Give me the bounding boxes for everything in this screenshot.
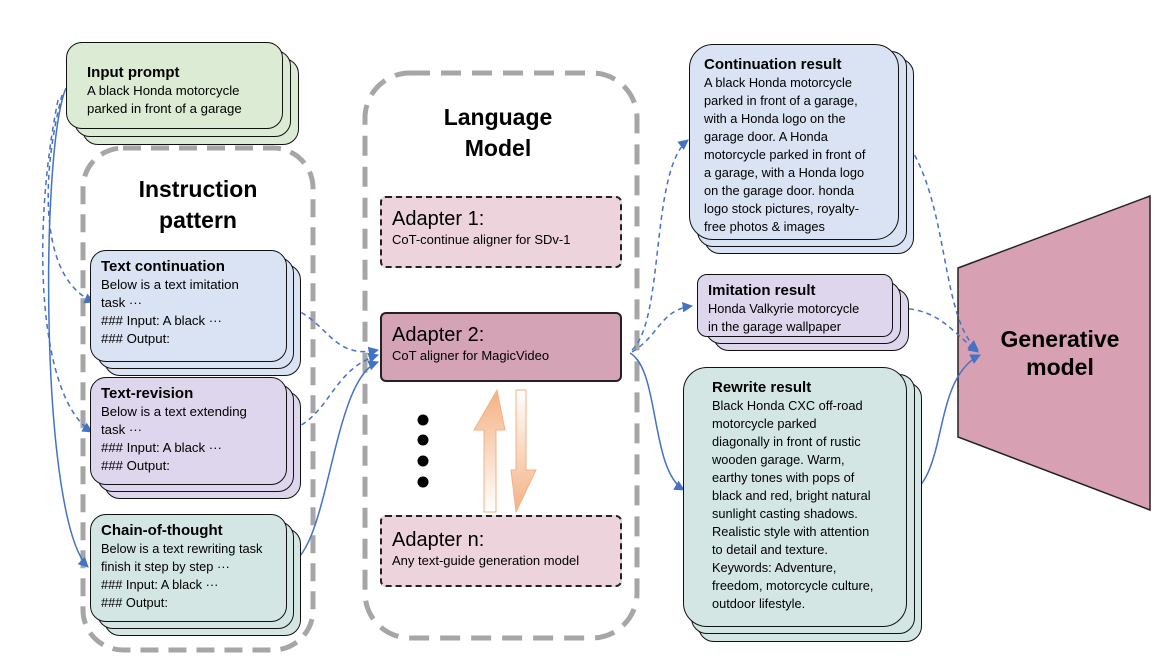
imitation-result-title: Imitation result [708, 282, 816, 299]
generative-model-shape [957, 194, 1151, 512]
chain-of-thought-card: Chain-of-thought Below is a text rewriti… [90, 514, 287, 622]
ellipsis-dot [417, 434, 429, 446]
text-continuation-body: Below is a text imitation task ··· ### I… [101, 277, 239, 346]
adapter-n: Adapter n: Any text-guide generation mod… [380, 515, 622, 587]
swap-down-arrow [510, 389, 537, 514]
language-model-heading-line2: Model [464, 135, 532, 161]
generative-model-line1: Generative [1000, 326, 1120, 352]
language-model-container [362, 70, 640, 641]
adapter-2: Adapter 2: CoT aligner for MagicVideo [380, 312, 622, 382]
arrow-adapter2-to-continuation [631, 139, 689, 351]
arrow-input-to-continuation [47, 94, 95, 304]
adapter-2-subtitle: CoT aligner for MagicVideo [392, 348, 550, 363]
arrow-adapter2-to-imitation [631, 301, 694, 353]
adapter-n-subtitle: Any text-guide generation model [392, 553, 580, 568]
input-prompt-body: A black Honda motorcycle parked in front… [87, 83, 242, 116]
text-revision-body: Below is a text extending task ··· ### I… [101, 404, 247, 473]
arrow-input-to-cot [47, 87, 89, 568]
text-continuation-card: Text continuation Below is a text imitat… [90, 250, 287, 362]
instruction-pattern-container [80, 145, 316, 653]
continuation-result-card: Continuation result A black Honda motorc… [689, 44, 899, 240]
rewrite-result-body: Black Honda CXC off-road motorcycle park… [712, 398, 874, 611]
rewrite-result-card: Rewrite result Black Honda CXC off-road … [683, 367, 907, 627]
instruction-heading-line2: pattern [159, 207, 237, 233]
adapter-2-title: Adapter 2: [392, 324, 485, 346]
ellipsis-dot [417, 455, 429, 467]
arrow-imitation-to-generative [899, 307, 979, 353]
arrow-continuation-to-generative [904, 139, 979, 351]
text-revision-card: Text-revision Below is a text extending … [90, 377, 287, 485]
arrow-input-to-revision [41, 99, 93, 433]
imitation-result-card: Imitation result Honda Valkyrie motorcyc… [697, 274, 893, 337]
chain-of-thought-title: Chain-of-thought [101, 522, 223, 539]
ellipsis-dot [417, 476, 429, 488]
continuation-result-title: Continuation result [704, 56, 842, 73]
imitation-result-body: Honda Valkyrie motorcycle in the garage … [708, 301, 860, 334]
text-revision-title: Text-revision [101, 385, 194, 402]
arrow-continuation-to-adapter2 [284, 304, 380, 358]
input-prompt-title: Input prompt [87, 64, 180, 81]
text-continuation-title: Text continuation [101, 258, 225, 275]
adapter-1-subtitle: CoT-continue aligner for SDv-1 [392, 232, 571, 247]
adapter-1-title: Adapter 1: [392, 208, 485, 230]
instruction-heading-line1: Instruction [138, 176, 258, 202]
arrow-adapter2-to-rewrite [629, 352, 685, 491]
continuation-result-body: A black Honda motorcycle parked in front… [704, 75, 866, 234]
generative-model-label: Generative model [975, 325, 1145, 381]
ellipsis-dot [417, 414, 429, 426]
language-model-heading: Language Model [398, 102, 598, 164]
adapter-n-title: Adapter n: [392, 529, 485, 551]
swap-up-arrow [473, 388, 506, 513]
rewrite-result-title: Rewrite result [712, 379, 812, 396]
chain-of-thought-body: Below is a text rewriting task finish it… [101, 541, 263, 610]
adapter-1: Adapter 1: CoT-continue aligner for SDv-… [380, 196, 622, 268]
input-prompt-card: Input prompt A black Honda motorcycle pa… [66, 42, 283, 129]
generative-model-line2: model [1026, 354, 1094, 380]
language-model-heading-line1: Language [443, 104, 553, 130]
instruction-pattern-heading: Instruction pattern [98, 174, 298, 236]
